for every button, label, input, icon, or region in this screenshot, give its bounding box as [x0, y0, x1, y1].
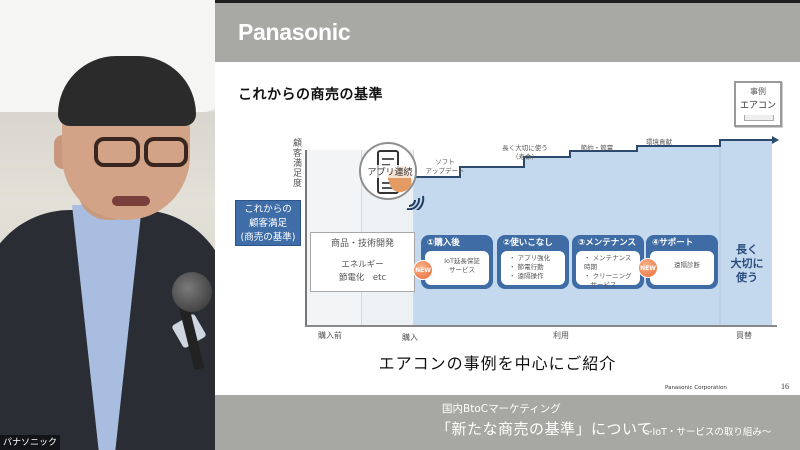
x-label-usage: 利用 — [553, 331, 569, 340]
stage-body: IoT延長保証 サービス — [425, 251, 489, 285]
stage-header: ③メンテナンス — [578, 238, 637, 248]
step-label-long-use: 長く大切に使う （寿命） — [502, 144, 548, 161]
brand-logo: Panasonic — [238, 19, 351, 45]
stage-header: ①購入後 — [427, 238, 460, 248]
stage-body: ・ アプリ強化 ・ 節電行動 ・ 遠隔操作 — [501, 251, 565, 285]
speaker-glasses — [72, 137, 188, 171]
case-badge-line2: エアコン — [739, 101, 776, 111]
new-badge: NEW — [638, 258, 658, 278]
goal-line3: (商売の基準) — [240, 232, 296, 243]
case-badge: 事例 エアコン — [734, 81, 782, 127]
slide-header: Panasonic — [215, 0, 800, 62]
step-area-chart — [414, 136, 779, 325]
x-label-purchase: 購入 — [402, 333, 418, 342]
stage-card-maintenance: ③メンテナンス ・ メンテナンス時期 ・ クリーニング サービス — [572, 235, 644, 289]
slide-title: これからの商売の基準 — [238, 87, 383, 103]
stage-card-usage: ②使いこなし ・ アプリ強化 ・ 節電行動 ・ 遠隔操作 — [497, 235, 569, 289]
speaker-mouth — [112, 196, 150, 206]
rd-line1: エネルギー — [341, 260, 384, 270]
step-label-software-update: ソフト アップデート — [425, 158, 465, 175]
stage-body: ・ メンテナンス時期 ・ クリーニング サービス — [576, 251, 640, 289]
case-badge-line1: 事例 — [750, 87, 766, 96]
page-number: 16 — [781, 382, 789, 391]
goal-box: これからの 顧客満足 (商売の基準) — [235, 200, 301, 246]
stage-header: ②使いこなし — [503, 238, 553, 248]
caption-bar: 国内BtoCマーケティング 「新たな商売の基準」について ～IoT・サービスの取… — [215, 395, 800, 450]
stage-card-after-purchase: ①購入後 IoT延長保証 サービス — [421, 235, 493, 289]
caption-line2: 「新たな商売の基準」について — [436, 420, 653, 438]
new-badge: NEW — [413, 260, 433, 280]
microphone-icon — [172, 272, 212, 312]
goal-line1: これからの — [244, 204, 292, 215]
wireless-signal-icon — [406, 195, 425, 210]
rd-title: 商品・技術開発 — [330, 239, 394, 249]
rd-box: 商品・技術開発 エネルギー 節電化 etc — [310, 232, 415, 292]
step-label-environment: 環境貢献 — [646, 138, 672, 146]
app-label: アプリ連続 — [361, 165, 415, 178]
footer-corporation: Panasonic Corporation — [665, 385, 727, 391]
step-label-energy-saving: 節約・節電 — [580, 144, 614, 152]
aircon-icon — [744, 115, 774, 121]
stage-body: 遠隔診断 — [650, 251, 714, 285]
rd-line2: 節電化 etc — [338, 273, 387, 283]
speaker-camera-feed: パナソニック — [0, 0, 215, 450]
speaker-label: パナソニック — [0, 435, 61, 450]
speaker-hair — [58, 56, 196, 126]
stage-card-support: ④サポート 遠隔診断 — [646, 235, 718, 289]
final-stage-text: 長く 大切に 使う — [730, 243, 764, 284]
x-axis — [305, 325, 777, 327]
y-axis — [305, 150, 307, 326]
satisfaction-diagram: 顧客満足度 これからの 顧客満足 (商売の基準) 商品・技術開発 エネルギー 節… — [215, 60, 800, 360]
caption-line3: ～IoT・サービスの取り組み～ — [643, 427, 772, 438]
app-connection-illustration: アプリ連続 — [359, 142, 417, 200]
x-label-replacement: 買替 — [736, 331, 752, 340]
presentation-slide: Panasonic これからの商売の基準 事例 エアコン 顧客満足度 これからの… — [215, 0, 800, 450]
y-axis-label: 顧客満足度 — [291, 138, 301, 188]
stage-header: ④サポート — [652, 238, 694, 248]
x-label-before-purchase: 購入前 — [318, 331, 342, 340]
slide-subtitle: エアコンの事例を中心にご紹介 — [378, 354, 617, 373]
goal-line2: 顧客満足 — [248, 218, 287, 229]
caption-line1: 国内BtoCマーケティング — [442, 403, 561, 415]
